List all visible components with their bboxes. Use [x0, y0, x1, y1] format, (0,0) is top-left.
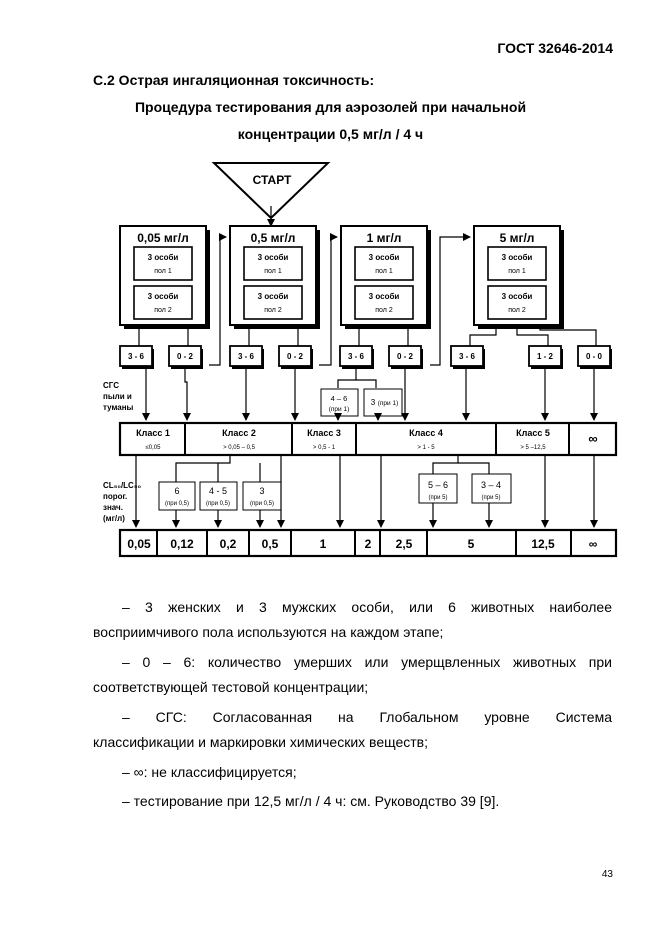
note-2-line-2: соответствующей тестовой концентрации; [93, 679, 369, 695]
low-box-note: (при 0,5) [250, 501, 274, 507]
class-name: ∞ [588, 431, 597, 446]
stage-conc: 0,05 мг/л [137, 231, 189, 245]
low-box-note: (при 5) [482, 495, 501, 501]
stage-sub: 3 особи [258, 292, 289, 301]
mid-box-note: (при 1) [329, 406, 350, 413]
class-name: Класс 3 [307, 428, 341, 438]
stage-conc: 5 мг/л [500, 231, 535, 245]
low-box-note: (при 0,5) [206, 501, 230, 507]
stage-sub: 3 особи [369, 292, 400, 301]
note-4: – ∞: не классифицируется; [122, 764, 297, 780]
section-title: С.2 Острая ингаляционная токсичность: [93, 72, 375, 88]
low-box-note: (при 5) [429, 495, 448, 501]
note-1-line-1: – 3 женских и 3 мужских особи, или 6 жив… [122, 599, 612, 615]
stage-conc: 0,5 мг/л [251, 231, 296, 245]
outcome-label: 1 - 2 [537, 352, 554, 361]
outcome-label: 0 - 2 [287, 352, 304, 361]
class-row [118, 421, 618, 457]
note-1-line-2: восприимчивого пола используются на кажд… [93, 624, 444, 640]
class-range: > 5 –12,5 [520, 445, 546, 451]
outcome-label: 3 - 6 [348, 352, 365, 361]
threshold-value: 0,2 [220, 537, 237, 551]
ghs-label: туманы [103, 403, 134, 412]
note-3-line-2: классификации и маркировки химических ве… [93, 734, 428, 750]
subtitle-line-1: Процедура тестирования для аэрозолей при… [134, 99, 527, 115]
values-row [118, 528, 618, 558]
stage-sub-note: пол 1 [154, 268, 172, 275]
low-box-note: (при 0,5) [165, 501, 189, 507]
low-box-value: 5 – 6 [428, 480, 448, 490]
outcome-label: 0 - 2 [397, 352, 414, 361]
threshold-value: 5 [468, 537, 475, 551]
stage-sub: 3 особи [148, 292, 179, 301]
threshold-value: 0,05 [127, 537, 151, 551]
stage-sub-note: пол 2 [264, 307, 282, 314]
subtitle-line-2: концентрации 0,5 мг/л / 4 ч [237, 126, 424, 142]
stage-sub: 3 особи [502, 253, 533, 262]
mid-box-value: 3 [371, 398, 376, 407]
stage-sub-note: пол 2 [375, 307, 393, 314]
threshold-value: 1 [320, 537, 327, 551]
stage-sub: 3 особи [369, 253, 400, 262]
stage-sub: 3 особи [502, 292, 533, 301]
ghs-label: СГС [103, 381, 119, 390]
class-name: Класс 4 [409, 428, 443, 438]
note-3-line-1: – СГС: Согласованная на Глобальном уровн… [122, 709, 612, 725]
cl-label: (мг/л) [103, 514, 125, 523]
stage-sub-note: пол 1 [375, 268, 393, 275]
threshold-value: 0,12 [170, 537, 194, 551]
ghs-label: пыли и [103, 392, 132, 401]
threshold-value: 12,5 [531, 537, 555, 551]
low-box-value: 6 [174, 486, 179, 496]
low-box-value: 3 [259, 486, 264, 496]
class-range: > 1 - 5 [417, 445, 435, 451]
stage-sub-note: пол 1 [264, 268, 282, 275]
cl-label: CL₅₀/LC₅₀ [103, 481, 141, 490]
outcome-label: 0 - 2 [177, 352, 194, 361]
note-5: – тестирование при 12,5 мг/л / 4 ч: см. … [122, 793, 500, 809]
threshold-value: 2 [365, 537, 372, 551]
page-number: 43 [601, 869, 613, 880]
class-name: Класс 5 [516, 428, 550, 438]
mid-box-note: (при 1) [378, 400, 399, 407]
start-triangle [211, 162, 331, 220]
class-name: Класс 2 [222, 428, 256, 438]
low-box-value: 3 – 4 [481, 480, 501, 490]
stage-sub-note: пол 1 [508, 268, 526, 275]
outcome-label: 0 - 0 [586, 352, 603, 361]
threshold-value: ∞ [589, 537, 598, 551]
outcome-label: 3 - 6 [128, 352, 145, 361]
cl-label: знач. [103, 503, 123, 512]
cl-label: порог. [103, 492, 127, 501]
low-box-value: 4 - 5 [209, 486, 227, 496]
class-range: > 0,5 - 1 [313, 445, 336, 451]
stage-sub: 3 особи [258, 253, 289, 262]
threshold-value: 2,5 [396, 537, 413, 551]
note-2-line-1: – 0 – 6: количество умерших или умерщвле… [122, 654, 612, 670]
start-label: СТАРТ [253, 173, 292, 187]
threshold-value: 0,5 [262, 537, 279, 551]
class-range: > 0,05 – 0,5 [223, 445, 256, 451]
stage-conc: 1 мг/л [367, 231, 402, 245]
stage-sub: 3 особи [148, 253, 179, 262]
stage-sub-note: пол 2 [508, 307, 526, 314]
class-range: ≤0,05 [146, 445, 162, 451]
class-name: Класс 1 [136, 428, 170, 438]
standard-header: ГОСТ 32646-2014 [497, 40, 613, 56]
stage-sub-note: пол 2 [154, 307, 172, 314]
mid-box-value: 4 – 6 [331, 394, 348, 403]
outcome-label: 3 - 6 [238, 352, 255, 361]
outcome-label: 3 - 6 [459, 352, 476, 361]
